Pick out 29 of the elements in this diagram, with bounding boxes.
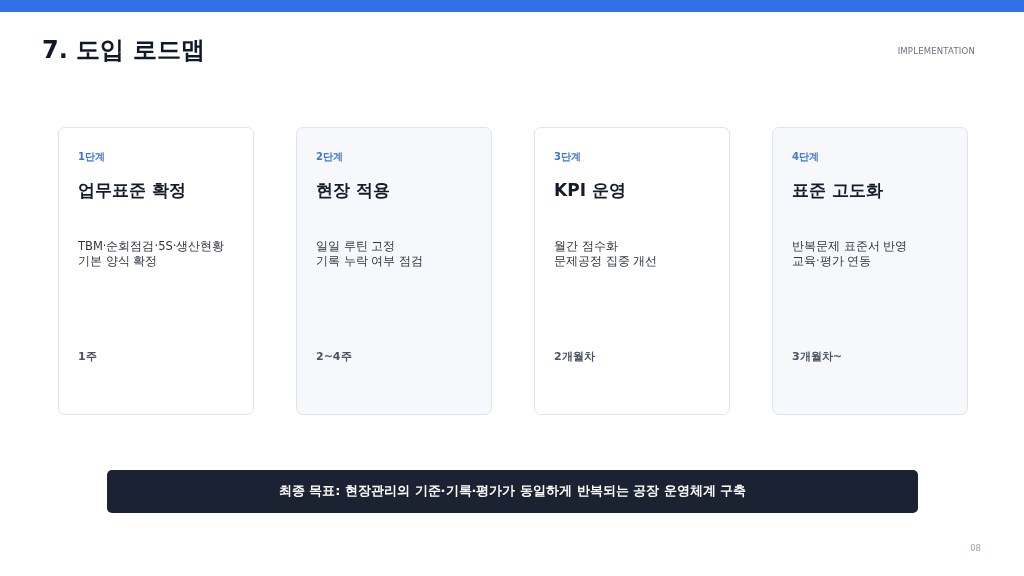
stage-card (58, 127, 254, 415)
stage-card (296, 127, 492, 415)
stage-card (772, 127, 968, 415)
description-line: 교육·평가 연동 (792, 255, 872, 269)
description-line: 기본 양식 확정 (78, 255, 158, 269)
section-label: IMPLEMENTATION (897, 46, 975, 56)
stage-label: 2단계 (316, 151, 343, 163)
duration-label: 1주 (78, 350, 97, 364)
page-number: 08 (970, 543, 981, 553)
duration-label: 2개월차 (554, 350, 595, 364)
stage-label: 4단계 (792, 151, 819, 163)
card-title: KPI 운영 (554, 180, 626, 201)
description-line: 반복문제 표준서 반영 (792, 240, 908, 254)
card-title: 업무표준 확정 (78, 180, 186, 201)
stage-label: 1단계 (78, 151, 105, 163)
description-line: 기록 누락 여부 점검 (316, 255, 423, 269)
goal-banner (107, 470, 918, 513)
stage-label: 3단계 (554, 151, 581, 163)
description-line: 문제공정 집중 개선 (554, 255, 658, 269)
duration-label: 2~4주 (316, 350, 352, 364)
description-line: 일일 루틴 고정 (316, 240, 396, 254)
stage-card (534, 127, 730, 415)
duration-label: 3개월차~ (792, 350, 842, 364)
card-title: 표준 고도화 (792, 180, 883, 201)
card-title: 현장 적용 (316, 180, 390, 201)
description-line: TBM·순회점검·5S·생산현황 (78, 240, 225, 254)
slide-title: 7. 도입 로드맵 (42, 36, 205, 65)
description-line: 월간 점수화 (554, 240, 618, 254)
goal-text: 최종 목표: 현장관리의 기준·기록·평가가 동일하게 반복되는 공장 운영체계 구축 (277, 483, 748, 499)
